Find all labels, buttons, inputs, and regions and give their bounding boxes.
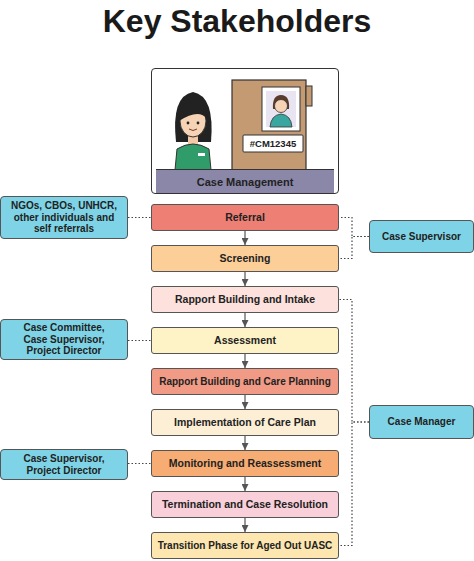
case-number-plate xyxy=(243,135,303,152)
box-label: Rapport Building and Intake xyxy=(175,293,315,305)
eye xyxy=(187,122,190,125)
process-box: Termination and Case Resolution xyxy=(151,491,339,518)
stakeholder-box: Case Supervisor, Project Director xyxy=(0,449,128,480)
dotted-connector xyxy=(339,300,369,423)
process-box: Assessment xyxy=(151,327,339,354)
photo-background xyxy=(266,91,296,127)
box-label: Implementation of Care Plan xyxy=(174,416,316,428)
process-box: Rapport Building and Care Planning xyxy=(151,368,339,395)
folder-tab xyxy=(306,86,312,106)
flow-arrow xyxy=(244,477,245,491)
box-label: NGOs, CBOs, UNHCR, other individuals and… xyxy=(9,200,119,235)
caption-band: Case Management xyxy=(156,169,334,193)
box-label: Rapport Building and Care Planning xyxy=(159,376,331,388)
stakeholder-box: NGOs, CBOs, UNHCR, other individuals and… xyxy=(0,196,128,239)
box-label: Case Committee, Case Supervisor, Project… xyxy=(17,322,111,357)
case-number: #CM12345 xyxy=(243,135,303,152)
dotted-connector xyxy=(339,422,369,546)
photo-frame xyxy=(262,87,300,131)
box-label: Transition Phase for Aged Out UASC xyxy=(158,540,333,552)
stakeholder-box: Case Committee, Case Supervisor, Project… xyxy=(0,319,128,360)
flow-arrow xyxy=(244,231,245,245)
flow-arrow xyxy=(244,518,245,532)
process-box: Rapport Building and Intake xyxy=(151,286,339,313)
process-box: Screening xyxy=(151,245,339,272)
smile xyxy=(189,129,197,131)
process-box: Referral xyxy=(151,204,339,231)
illustration-background xyxy=(151,68,339,194)
case-folder xyxy=(232,80,306,170)
box-label: Case Manager xyxy=(388,416,456,428)
box-label: Case Supervisor xyxy=(382,231,461,243)
diagram-title: Key Stakeholders xyxy=(0,0,474,42)
process-box: Implementation of Care Plan xyxy=(151,409,339,436)
box-label: Termination and Case Resolution xyxy=(162,498,328,510)
dotted-connector xyxy=(128,463,151,464)
flow-arrow xyxy=(244,313,245,327)
box-label: Assessment xyxy=(214,334,276,346)
stakeholder-box: Case Supervisor xyxy=(369,220,474,253)
stakeholder-box: Case Manager xyxy=(369,405,474,439)
photo-shirt xyxy=(270,114,292,127)
box-label: Referral xyxy=(225,211,265,223)
box-label: Monitoring and Reassessment xyxy=(169,457,321,469)
flow-arrow xyxy=(244,395,245,409)
box-label: Screening xyxy=(220,252,271,264)
illustration-box: Case Management xyxy=(151,68,339,194)
name-badge xyxy=(198,153,205,156)
eye xyxy=(197,122,200,125)
green-shirt xyxy=(175,144,211,170)
flow-arrow xyxy=(244,354,245,368)
flow-arrow xyxy=(244,272,245,286)
dotted-connector xyxy=(339,218,369,237)
flow-arrow xyxy=(244,436,245,450)
dotted-connector xyxy=(128,340,151,341)
dotted-connector xyxy=(339,237,369,259)
hair-bangs xyxy=(179,101,207,121)
photo-face xyxy=(275,100,288,113)
box-label: Case Supervisor, Project Director xyxy=(17,453,111,476)
process-box: Monitoring and Reassessment xyxy=(151,450,339,477)
hair-back xyxy=(175,92,212,142)
dotted-connector xyxy=(128,217,151,218)
process-box: Transition Phase for Aged Out UASC xyxy=(151,532,339,559)
